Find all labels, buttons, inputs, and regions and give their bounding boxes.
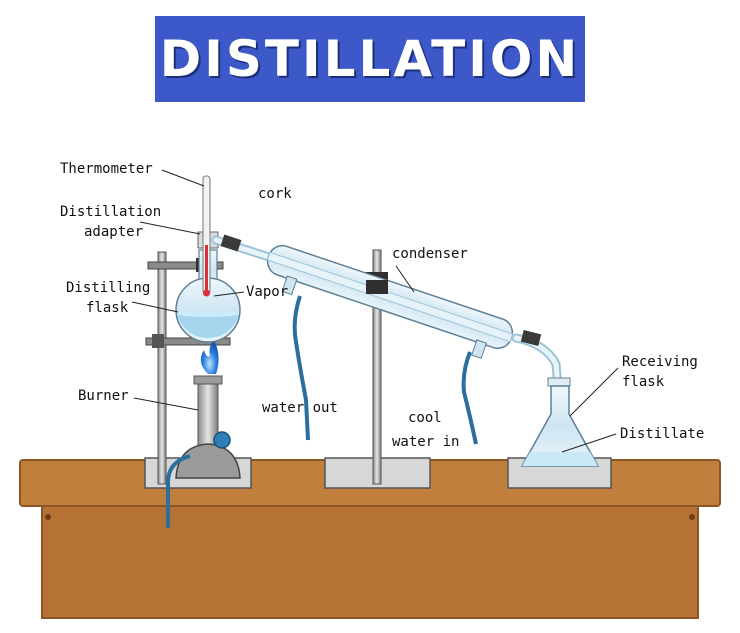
label-cool-water-in: cool bbox=[408, 410, 442, 426]
side-arm-joint bbox=[220, 234, 242, 252]
water-in-hose bbox=[461, 351, 478, 445]
label-cool-water-in: water in bbox=[392, 434, 459, 450]
label-distillation-adapter: adapter bbox=[84, 224, 143, 240]
title-banner: DISTILLATION bbox=[155, 16, 585, 102]
water-out-hose bbox=[292, 295, 310, 441]
label-thermometer: Thermometer bbox=[60, 161, 153, 177]
leader-burner bbox=[133, 397, 199, 411]
label-receiving-flask: flask bbox=[622, 374, 665, 390]
distilling-flask bbox=[175, 231, 241, 343]
label-condenser: condenser bbox=[392, 246, 468, 262]
thermometer bbox=[202, 175, 211, 297]
leader-lines bbox=[131, 169, 619, 453]
distillate-liquid bbox=[522, 452, 598, 466]
table-rivet bbox=[689, 514, 695, 520]
label-distillate: Distillate bbox=[620, 426, 704, 442]
gas-hose bbox=[166, 454, 191, 528]
leader-adapter bbox=[139, 221, 201, 235]
label-distilling-flask: Distilling bbox=[66, 280, 150, 296]
leader-distilling-flask bbox=[131, 301, 179, 313]
flame-icon bbox=[200, 340, 219, 374]
label-cork: cork bbox=[258, 186, 292, 202]
label-receiving-flask: Receiving bbox=[622, 354, 698, 370]
leader-condenser bbox=[395, 265, 415, 293]
receiving-flask bbox=[520, 377, 600, 467]
burner-base bbox=[175, 443, 241, 479]
label-distilling-flask: flask bbox=[86, 300, 129, 316]
leader-receiving-flask bbox=[569, 367, 619, 417]
burner bbox=[166, 340, 241, 528]
label-distillation-adapter: Distillation bbox=[60, 204, 161, 220]
page-title: DISTILLATION bbox=[159, 30, 581, 88]
diagram-labels: Thermometer cork Distillation adapter co… bbox=[60, 161, 704, 450]
leader-distillate bbox=[561, 433, 617, 453]
leader-thermometer bbox=[161, 169, 205, 187]
label-water-out: water out bbox=[262, 400, 338, 416]
label-burner: Burner bbox=[78, 388, 129, 404]
leader-vapor bbox=[213, 291, 245, 297]
label-vapor: Vapor bbox=[246, 284, 288, 300]
flask-liquid bbox=[177, 314, 239, 339]
receiver-adapter bbox=[511, 330, 563, 393]
gas-valve-knob bbox=[213, 431, 231, 449]
condenser bbox=[211, 234, 514, 359]
table-rivet bbox=[45, 514, 51, 520]
table-body bbox=[41, 505, 699, 619]
